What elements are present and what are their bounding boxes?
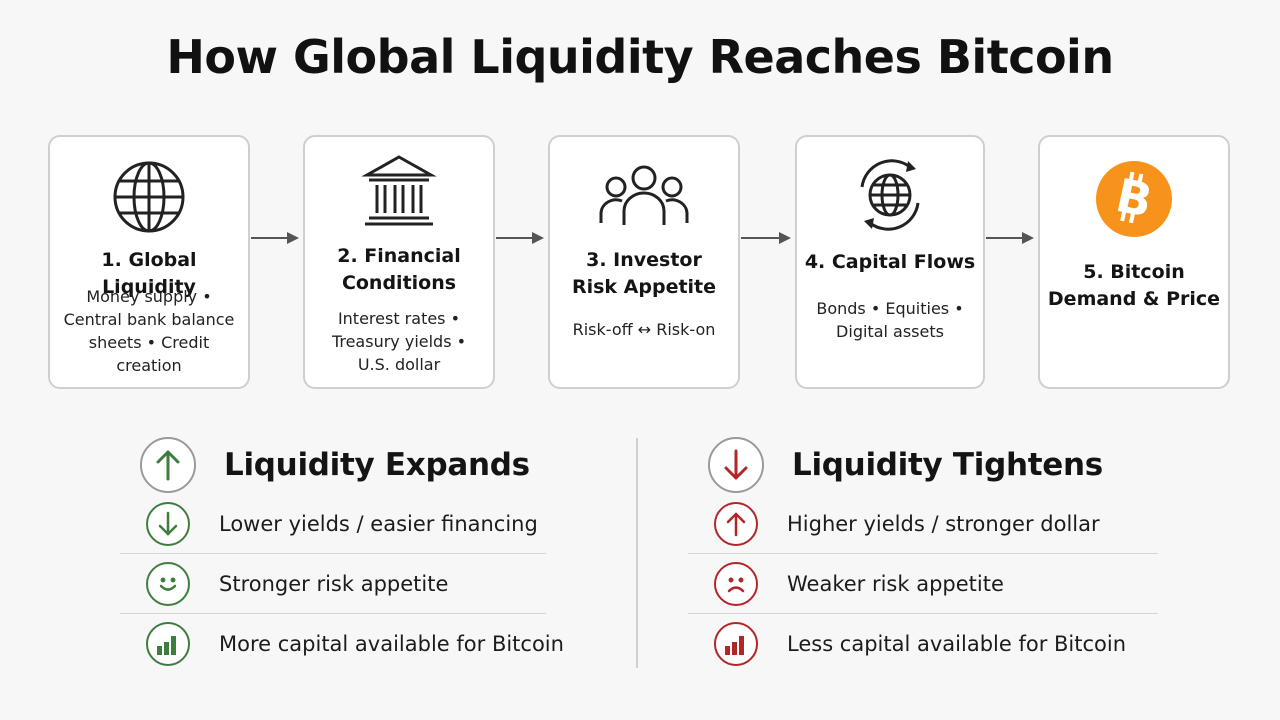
page-title: How Global Liquidity Reaches Bitcoin: [166, 30, 1114, 84]
arrow-up-icon: [140, 437, 196, 493]
list-separator: [120, 613, 546, 614]
flow-arrow: [251, 232, 299, 244]
expands-heading-row: Liquidity Expands: [140, 437, 530, 493]
step-title: 4. Capital Flows: [804, 251, 976, 273]
list-item: Stronger risk appetite: [146, 554, 448, 614]
list-separator: [688, 553, 1158, 554]
flow-arrow: [496, 232, 544, 244]
arrow-up-icon: [714, 502, 758, 546]
bank-icon: [305, 153, 493, 229]
tightens-heading-row: Liquidity Tightens: [708, 437, 1103, 493]
frown-icon: [714, 562, 758, 606]
smile-icon: [146, 562, 190, 606]
step-card-financial-conditions: 2. Financial Conditions Interest rates •…: [303, 135, 495, 389]
globe-cycle-icon: [797, 157, 983, 233]
arrow-down-icon: [708, 437, 764, 493]
column-divider: [636, 438, 638, 668]
flow-arrow: [741, 232, 791, 244]
step-description: Money supply • Central bank balance shee…: [63, 287, 235, 375]
flow-arrow: [986, 232, 1034, 244]
expands-heading: Liquidity Expands: [224, 447, 530, 483]
people-icon: [550, 165, 738, 229]
step-card-capital-flows: 4. Capital Flows Bonds • Equities • Digi…: [795, 135, 985, 389]
step-title: 2. Financial Conditions: [337, 245, 461, 294]
step-description: Bonds • Equities • Digital assets: [816, 299, 964, 341]
bar-chart-icon: [714, 622, 758, 666]
arrow-down-icon: [146, 502, 190, 546]
step-title: 5. Bitcoin Demand & Price: [1047, 261, 1221, 310]
step-title: 3. Investor Risk Appetite: [571, 249, 717, 298]
list-item: Higher yields / stronger dollar: [714, 494, 1100, 554]
list-item: Lower yields / easier financing: [146, 494, 538, 554]
globe-icon: [50, 159, 248, 235]
step-card-bitcoin-demand-price: B 5. Bitcoin Demand & Price: [1038, 135, 1230, 389]
tightens-heading: Liquidity Tightens: [792, 447, 1103, 483]
bitcoin-icon: B: [1040, 159, 1228, 239]
list-separator: [120, 553, 546, 554]
step-description: Interest rates • Treasury yields • U.S. …: [331, 309, 467, 374]
step-card-global-liquidity: 1. Global Liquidity Money supply • Centr…: [48, 135, 250, 389]
step-card-investor-risk-appetite: 3. Investor Risk Appetite Risk-off ↔ Ris…: [548, 135, 740, 389]
list-item: More capital available for Bitcoin: [146, 614, 564, 674]
step-title: 1. Global Liquidity: [101, 249, 197, 298]
bar-chart-icon: [146, 622, 190, 666]
list-item: Weaker risk appetite: [714, 554, 1004, 614]
step-description: Risk-off ↔ Risk-on: [572, 320, 716, 339]
list-separator: [688, 613, 1158, 614]
list-item: Less capital available for Bitcoin: [714, 614, 1126, 674]
